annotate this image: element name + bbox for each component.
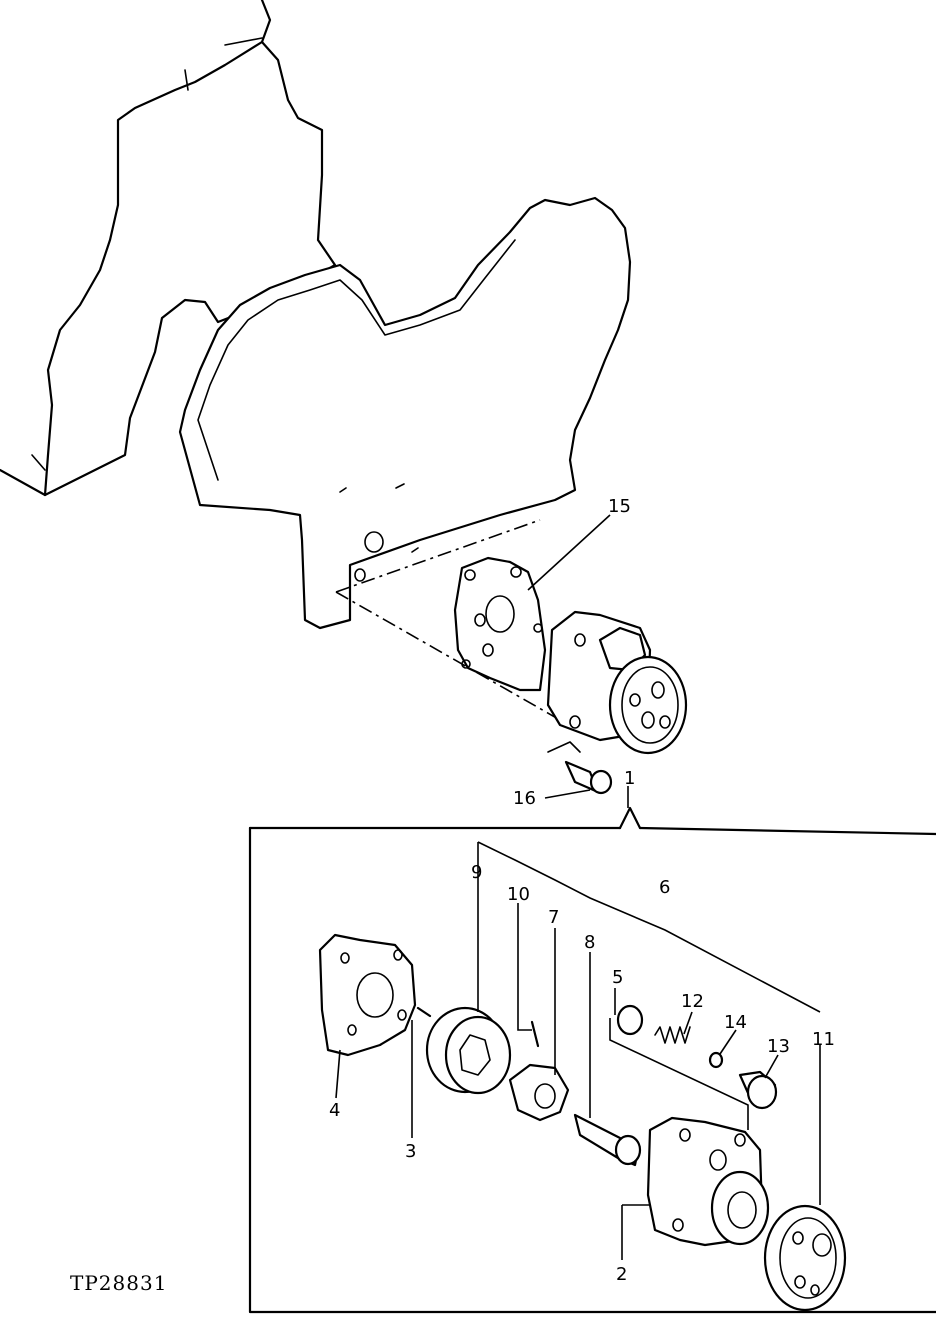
outer-rotor-9 bbox=[425, 1006, 512, 1095]
callout-11: 11 bbox=[812, 1029, 835, 1050]
drive-gear-11 bbox=[763, 1204, 847, 1312]
pump-cover-4 bbox=[318, 933, 417, 1057]
callout-labels: 15 16 1 9 10 7 8 6 5 12 14 13 11 4 3 2 T… bbox=[70, 496, 835, 1295]
timing-gear-cover bbox=[178, 196, 632, 630]
detail-inset-box bbox=[248, 806, 936, 1314]
callout-1: 1 bbox=[624, 768, 635, 789]
spring-12 bbox=[654, 1026, 691, 1044]
bolt-16 bbox=[547, 741, 613, 795]
callout-15: 15 bbox=[608, 496, 631, 517]
leader-lines bbox=[335, 514, 821, 1260]
drive-shaft-8 bbox=[573, 1113, 642, 1167]
callout-5: 5 bbox=[612, 967, 623, 988]
figure-id: TP28831 bbox=[70, 1271, 167, 1295]
callout-7: 7 bbox=[548, 907, 559, 928]
callout-2: 2 bbox=[616, 1264, 627, 1285]
gasket-15 bbox=[453, 556, 547, 692]
oil-pump-assembly-1 bbox=[546, 610, 688, 755]
inner-rotor-7 bbox=[508, 1063, 570, 1122]
callout-12: 12 bbox=[681, 991, 704, 1012]
callout-3: 3 bbox=[405, 1141, 416, 1162]
washer-14 bbox=[708, 1051, 724, 1069]
callout-10: 10 bbox=[507, 884, 530, 905]
callout-4: 4 bbox=[329, 1100, 340, 1121]
callout-16: 16 bbox=[513, 788, 536, 809]
dowel-pin-3 bbox=[416, 1006, 432, 1018]
callout-8: 8 bbox=[584, 932, 595, 953]
assembly-centerline bbox=[335, 591, 561, 721]
callout-9: 9 bbox=[471, 862, 482, 883]
callout-14: 14 bbox=[724, 1012, 747, 1033]
callout-13: 13 bbox=[767, 1036, 790, 1057]
drive-pin-10 bbox=[530, 1020, 540, 1048]
callout-6: 6 bbox=[659, 877, 670, 898]
pump-body-2 bbox=[646, 1116, 770, 1247]
assembly-centerline-2 bbox=[335, 519, 541, 593]
plug-13 bbox=[738, 1070, 778, 1110]
relief-valve-5 bbox=[616, 1004, 644, 1036]
